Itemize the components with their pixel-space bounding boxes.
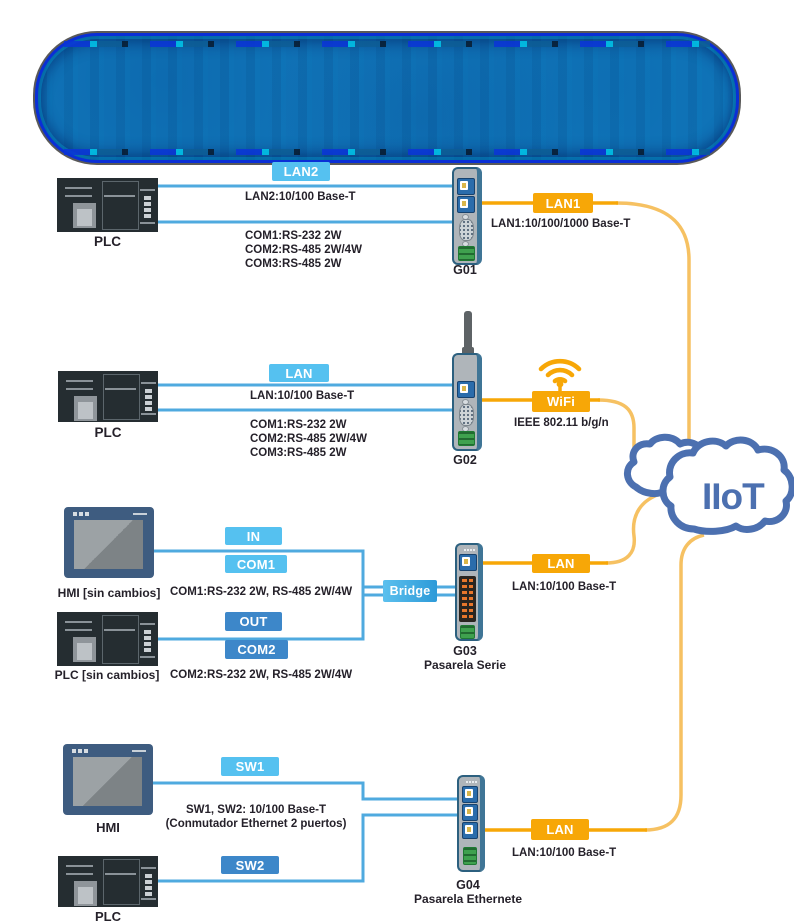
rj45-port-icon <box>457 381 475 398</box>
rj45-port-icon <box>462 804 478 821</box>
text-com1: COM1:RS-232 2W <box>250 419 347 431</box>
antenna-base-icon <box>462 347 474 355</box>
serial-terminal-icon <box>459 576 476 622</box>
cloud-icon <box>624 433 794 535</box>
rj45-port-icon <box>459 554 477 571</box>
badge-sw2: SW2 <box>221 856 279 874</box>
text-lan: LAN:10/100 Base-T <box>250 390 355 402</box>
plc-label: PLC [sin cambios] <box>54 668 160 682</box>
cloud-label: IIoT <box>702 476 765 517</box>
rj45-port-icon <box>457 196 475 213</box>
badge-lan2: LAN2 <box>272 162 330 181</box>
text-lan2: LAN2:10/100 Base-T <box>245 191 356 203</box>
gateway-g02-icon <box>452 353 482 451</box>
gateway-g04-icon <box>457 775 485 872</box>
text-lan: LAN:10/100 Base-T <box>512 847 617 859</box>
text-com1: COM1:RS-232 2W, RS-485 2W/4W <box>170 586 353 598</box>
serial-port-icon <box>459 219 474 241</box>
hmi-icon <box>64 507 154 578</box>
text-wifi: IEEE 802.11 b/g/n <box>514 417 609 429</box>
plc-icon <box>57 178 158 232</box>
gateway-g03-sublabel: Pasarela Serie <box>423 658 507 672</box>
hmi-label: HMI [sin cambios] <box>57 586 161 600</box>
gateway-g04-label: G04 <box>456 878 480 892</box>
terminal-block-icon <box>460 625 475 639</box>
plc-label: PLC <box>94 425 122 440</box>
badge-lan: LAN <box>269 364 329 382</box>
gateway-g04-sublabel: Pasarela Ethernete <box>413 892 523 906</box>
terminal-block-icon <box>463 847 477 865</box>
text-com3: COM3:RS-485 2W <box>245 258 342 270</box>
text-lan: LAN:10/100 Base-T <box>512 581 617 593</box>
hmi-label: HMI <box>96 820 120 835</box>
badge-lan: LAN <box>531 819 589 840</box>
hmi-icon <box>63 744 153 815</box>
gateway-g03-icon <box>455 543 483 641</box>
badge-com2: COM2 <box>225 640 288 659</box>
badge-com1: COM1 <box>225 555 287 573</box>
badge-wifi: WiFi <box>532 391 590 412</box>
rj45-port-icon <box>462 822 478 839</box>
badge-in: IN <box>225 527 282 545</box>
banner-blob <box>35 33 739 163</box>
gateway-g01-icon <box>452 167 482 265</box>
plc-label: PLC <box>95 909 121 924</box>
plc-icon <box>57 612 158 666</box>
badge-lan1: LAN1 <box>533 193 593 213</box>
badge-lan: LAN <box>532 554 590 573</box>
terminal-block-icon <box>458 246 475 261</box>
badge-out: OUT <box>225 612 282 631</box>
text-com2: COM2:RS-485 2W/4W <box>250 433 367 445</box>
gateway-g02-label: G02 <box>453 453 477 467</box>
wifi-icon <box>538 358 582 388</box>
gateway-g03-label: G03 <box>453 644 477 658</box>
antenna-icon <box>464 311 472 355</box>
text-sw1: SW1, SW2: 10/100 Base-T <box>186 804 326 816</box>
text-com3: COM3:RS-485 2W <box>250 447 347 459</box>
text-com2: COM2:RS-485 2W/4W <box>245 244 362 256</box>
badge-bridge: Bridge <box>383 580 437 602</box>
text-com1: COM1:RS-232 2W <box>245 230 342 242</box>
terminal-block-icon <box>458 431 475 446</box>
rj45-port-icon <box>462 786 478 803</box>
text-com2: COM2:RS-232 2W, RS-485 2W/4W <box>170 669 353 681</box>
serial-port-icon <box>459 404 474 426</box>
text-lan1: LAN1:10/100/1000 Base-T <box>491 218 631 230</box>
plc-label: PLC <box>94 234 121 249</box>
text-sw2: (Conmutador Ethernet 2 puertos) <box>165 818 347 830</box>
badge-sw1: SW1 <box>221 757 279 776</box>
plc-icon <box>58 371 158 422</box>
rj45-port-icon <box>457 178 475 195</box>
plc-icon <box>58 856 158 907</box>
gateway-g01-label: G01 <box>453 263 477 277</box>
